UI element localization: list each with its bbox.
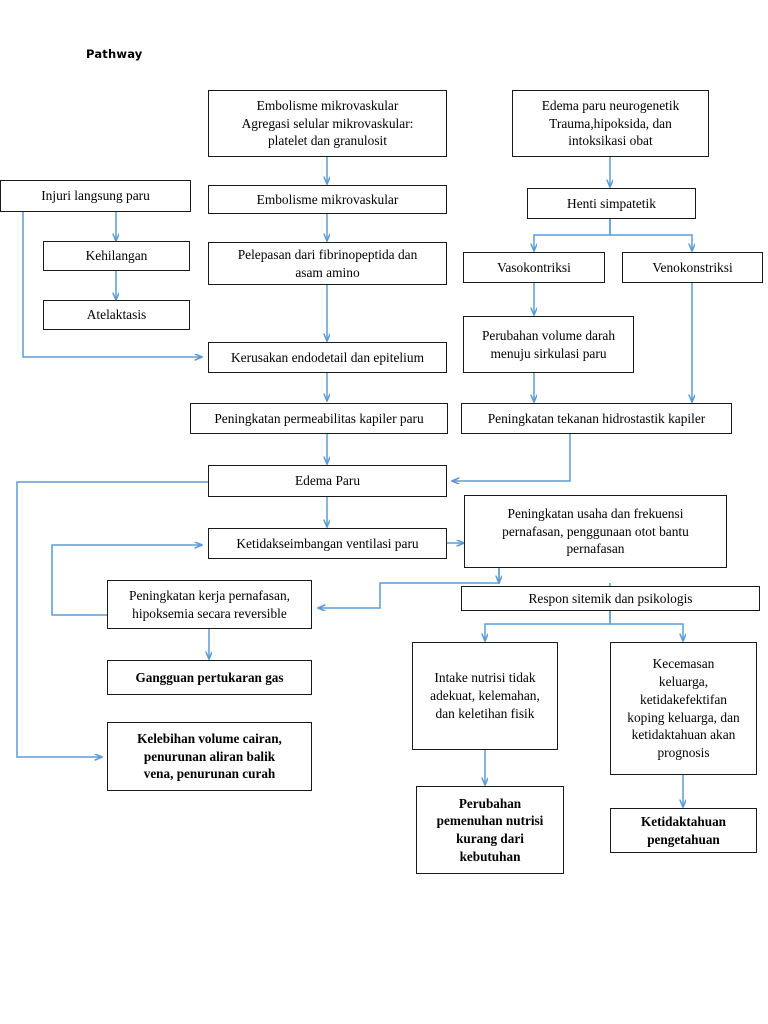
node-peningkatan-permeabilitas: Peningkatan permeabilitas kapiler paru: [190, 403, 448, 434]
node-edema-paru-neurogenetik: Edema paru neurogenetik Trauma,hipoksida…: [512, 90, 709, 157]
node-peningkatan-usaha-frekuensi: Peningkatan usaha dan frekuensi pernafas…: [464, 495, 727, 568]
node-kelebihan-volume-cairan: Kelebihan volume cairan, penurunan alira…: [107, 722, 312, 791]
node-peningkatan-tekanan-hidrostastik: Peningkatan tekanan hidrostastik kapiler: [461, 403, 732, 434]
node-pelepasan-fibrinopeptida: Pelepasan dari fibrinopeptida dan asam a…: [208, 242, 447, 285]
node-vasokontriksi: Vasokontriksi: [463, 252, 605, 283]
node-kecemasan-keluarga: Kecemasan keluarga, ketidakefektifan kop…: [610, 642, 757, 775]
node-perubahan-volume-darah: Perubahan volume darah menuju sirkulasi …: [463, 316, 634, 373]
page-title: Pathway: [86, 47, 143, 61]
node-gangguan-pertukaran-gas: Gangguan pertukaran gas: [107, 660, 312, 695]
node-kehilangan: Kehilangan: [43, 241, 190, 271]
node-atelaktasis: Atelaktasis: [43, 300, 190, 330]
node-peningkatan-kerja-pernafasan: Peningkatan kerja pernafasan, hipoksemia…: [107, 580, 312, 629]
node-ketidaktahuan-pengetahuan: Ketidaktahuan pengetahuan: [610, 808, 757, 853]
node-henti-simpatetik: Henti simpatetik: [527, 188, 696, 219]
node-respon-sitemik: Respon sitemik dan psikologis: [461, 586, 760, 611]
node-embolisme-agregasi: Embolisme mikrovaskular Agregasi selular…: [208, 90, 447, 157]
node-ketidakseimbangan-ventilasi: Ketidakseimbangan ventilasi paru: [208, 528, 447, 559]
node-injuri-langsung-paru: Injuri langsung paru: [0, 180, 191, 212]
node-edema-paru: Edema Paru: [208, 465, 447, 497]
node-venokonstriksi: Venokonstriksi: [622, 252, 763, 283]
node-kerusakan-endodetail: Kerusakan endodetail dan epitelium: [208, 342, 447, 373]
node-intake-nutrisi: Intake nutrisi tidak adekuat, kelemahan,…: [412, 642, 558, 750]
node-perubahan-pemenuhan-nutrisi: Perubahan pemenuhan nutrisi kurang dari …: [416, 786, 564, 874]
node-embolisme-mikrovaskular: Embolisme mikrovaskular: [208, 185, 447, 214]
